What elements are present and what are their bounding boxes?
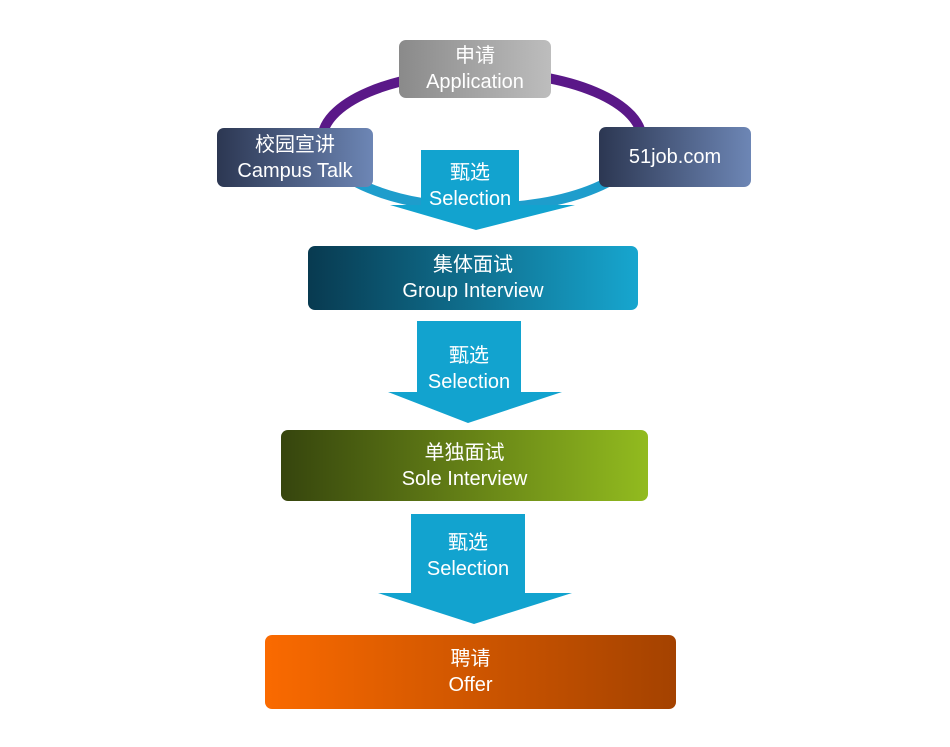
group-interview-node: 集体面试 Group Interview: [308, 246, 638, 310]
selection-zh: 甄选: [449, 345, 489, 367]
selection-zh: 甄选: [448, 532, 488, 554]
selection-arrow-1: [390, 150, 575, 230]
job-site-node: 51job.com: [599, 127, 751, 187]
selection-arrow-2: [388, 321, 562, 423]
sole-interview-zh: 单独面试: [424, 441, 505, 464]
campus-talk-node: 校园宣讲 Campus Talk: [217, 128, 373, 187]
selection-en: Selection: [428, 188, 512, 210]
selection-zh: 甄选: [450, 162, 490, 184]
selection-label-1: 甄选 Selection: [421, 160, 519, 212]
group-interview-zh: 集体面试: [433, 254, 513, 276]
selection-en: Selection: [427, 371, 511, 393]
sole-interview-en: Sole Interview: [401, 467, 528, 490]
campus-talk-en: Campus Talk: [237, 159, 353, 182]
selection-arrow-3: [378, 514, 572, 624]
offer-en: Offer: [448, 674, 493, 696]
campus-talk-zh: 校园宣讲: [255, 133, 335, 156]
application-en: Application: [426, 71, 524, 93]
job-site-en: 51job.com: [628, 146, 722, 168]
selection-label-2: 甄选 Selection: [417, 343, 521, 395]
application-node: 申请 Application: [399, 40, 551, 98]
application-zh: 申请: [455, 45, 495, 67]
selection-label-3: 甄选 Selection: [411, 530, 525, 582]
group-interview-en: Group Interview: [402, 280, 544, 302]
offer-zh: 聘请: [450, 648, 491, 670]
selection-en: Selection: [426, 558, 510, 580]
offer-node: 聘请 Offer: [265, 635, 676, 709]
sole-interview-node: 单独面试 Sole Interview: [281, 430, 648, 501]
